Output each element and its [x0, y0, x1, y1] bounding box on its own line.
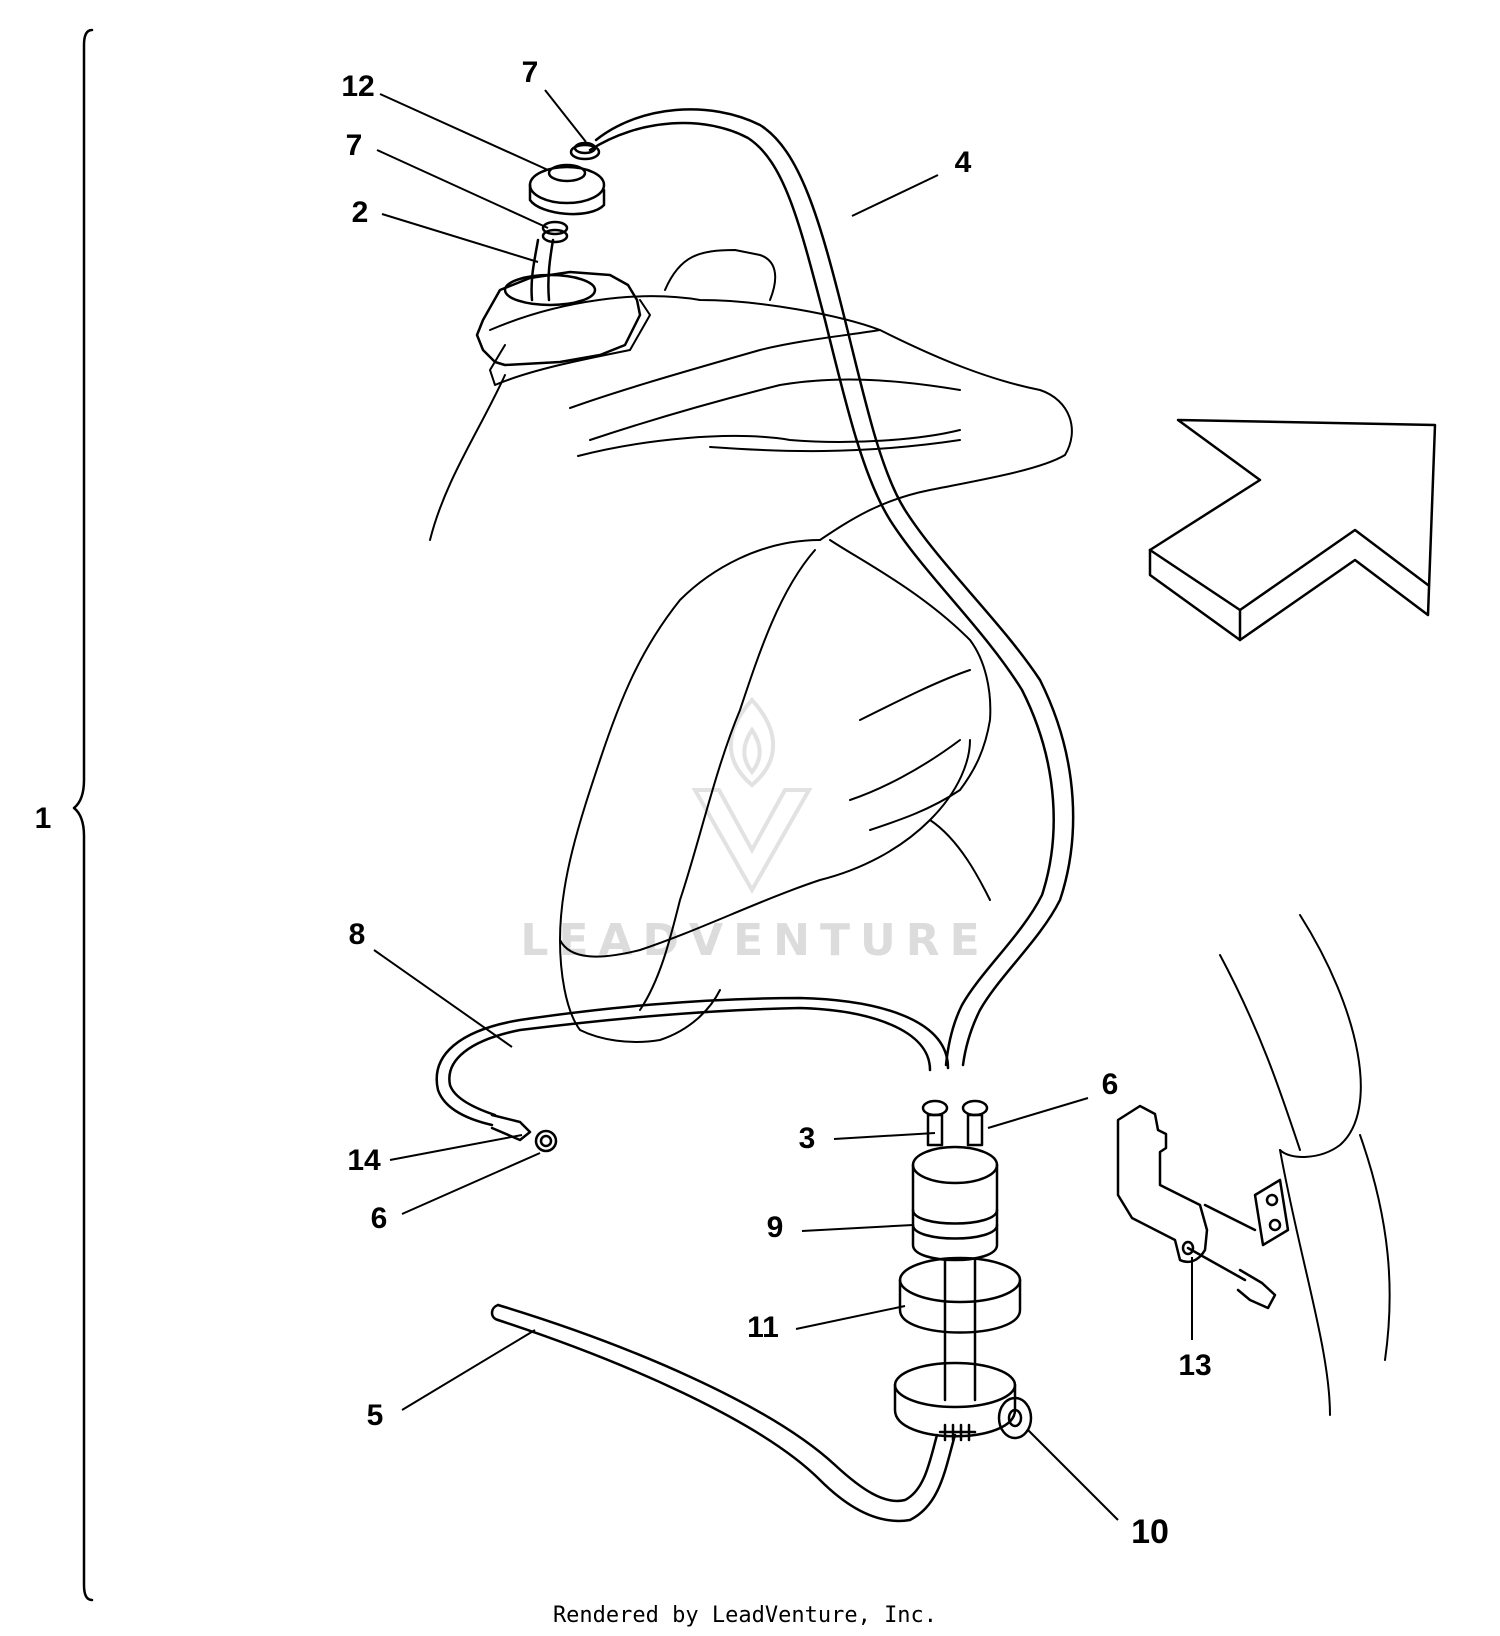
mounting-bracket-13	[1116, 1104, 1290, 1310]
fuel-hose-5	[490, 1303, 957, 1523]
callout-11: 11	[747, 1311, 779, 1344]
callout-6-left: 6	[371, 1202, 388, 1235]
fuel-tank	[429, 249, 1073, 1043]
assembly-bracket	[72, 28, 94, 1602]
callout-12: 12	[341, 70, 374, 103]
callout-2: 2	[352, 196, 369, 229]
direction-arrow-icon	[1148, 418, 1437, 642]
callout-13: 13	[1178, 1349, 1211, 1382]
callout-4: 4	[955, 146, 972, 179]
leader-lines	[373, 89, 1193, 1521]
callout-6-right: 6	[1102, 1068, 1119, 1101]
vent-hose-4	[588, 108, 1075, 1067]
tank-filler-neck	[475, 238, 642, 367]
leadventure-logo-icon	[691, 697, 813, 895]
filter-mount-11	[898, 1256, 1022, 1402]
fuel-hose-8	[435, 996, 950, 1153]
callout-7-top: 7	[522, 56, 539, 89]
callout-7-lower: 7	[346, 129, 363, 162]
callout-9: 9	[767, 1211, 784, 1244]
hose-clamp-10	[893, 1361, 1033, 1442]
vent-valve-12	[528, 141, 606, 244]
frame-tube	[1219, 914, 1391, 1416]
callout-1: 1	[35, 802, 52, 835]
callout-5: 5	[367, 1399, 384, 1432]
callout-3: 3	[799, 1122, 816, 1155]
callout-14: 14	[347, 1144, 381, 1177]
watermark-text: LEADVENTURE	[520, 915, 989, 966]
callout-10: 10	[1131, 1513, 1169, 1551]
fuel-filter-9	[911, 1099, 999, 1262]
footer-credit: Rendered by LeadVenture, Inc.	[553, 1603, 937, 1628]
callouts: 1 12 7 7 2 4 8 14 6 3 6 9 11 13 5 10	[35, 56, 1212, 1551]
callout-8: 8	[349, 918, 366, 951]
